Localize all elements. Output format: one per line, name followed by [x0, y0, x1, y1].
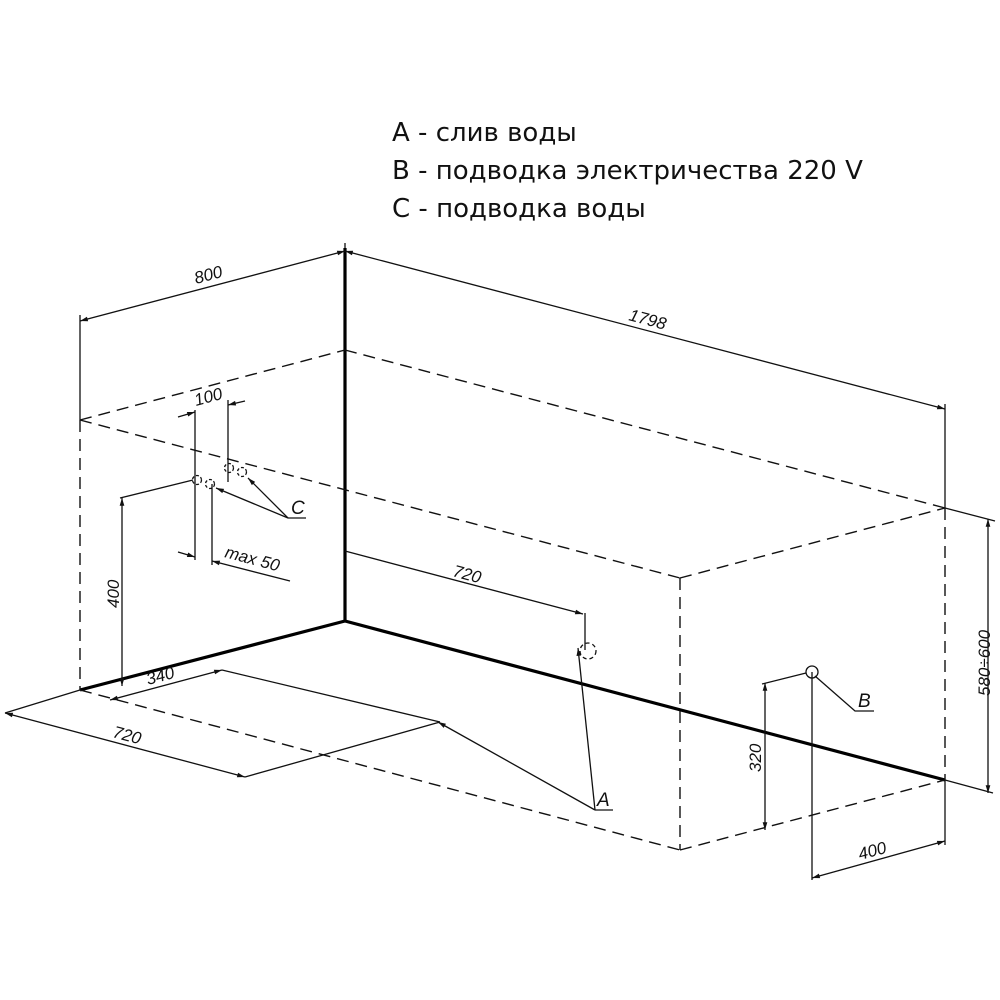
- dim-340: 340: [144, 663, 177, 689]
- dimension-height: 580÷600: [944, 507, 996, 793]
- dimension-length: 1798: [344, 250, 946, 508]
- floor-line-left-ext: [4, 689, 81, 714]
- water-pipe-icon: [191, 474, 203, 486]
- dim-400-right: 400: [856, 838, 889, 864]
- water-pipe-icon: [236, 466, 248, 478]
- dim-720-front: 720: [111, 723, 144, 749]
- floor-line-back: [344, 619, 946, 782]
- marker-c: C: [291, 498, 305, 519]
- water-pipe-icon: [204, 478, 216, 490]
- dim-max-50: max 50: [223, 543, 282, 576]
- dim-1798: 1798: [627, 306, 669, 334]
- bathtub-outline: [79, 349, 946, 851]
- water-pipe-icon: [223, 462, 235, 474]
- dim-100: 100: [192, 384, 225, 410]
- dim-720-back: 720: [451, 562, 484, 588]
- marker-a: A: [596, 790, 610, 811]
- walls: [4, 248, 994, 794]
- dim-400-left: 400: [104, 579, 123, 608]
- legend-b: B - подводка электричества 220 V: [392, 156, 863, 186]
- legend-c: C - подводка воды: [392, 194, 646, 224]
- drain-a: 720 A 720 340: [4, 550, 613, 811]
- dim-580-600: 580÷600: [975, 629, 994, 696]
- marker-b: B: [858, 691, 871, 712]
- drain-circle-icon: [579, 642, 597, 660]
- legend-a: A - слив воды: [392, 118, 577, 148]
- floor-line-left: [79, 619, 346, 692]
- water-supply-c: 100 max 50 400 C: [104, 384, 306, 686]
- floor-line-back-ext: [944, 779, 994, 794]
- dim-320: 320: [746, 743, 765, 772]
